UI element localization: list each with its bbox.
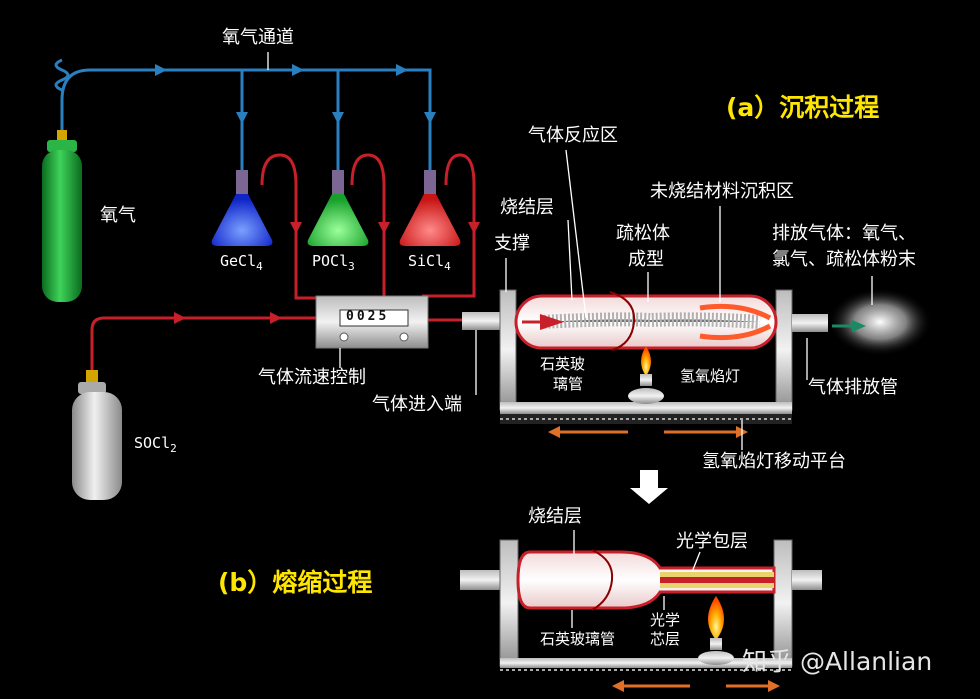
oxygen-tank [42, 130, 82, 302]
label-exhaust-1: 排放气体：氧气、 [772, 223, 916, 244]
watermark: 知乎 @Allanlian [742, 647, 933, 676]
label-unsintered-zone: 未烧结材料沉积区 [650, 181, 794, 202]
exhaust-cloud [828, 288, 932, 356]
flow-display: 0025 [346, 309, 390, 324]
flask-pocl3 [307, 170, 369, 246]
label-oxygen: 氧气 [100, 205, 136, 226]
label-porous-forming-1: 疏松体 [616, 223, 670, 244]
label-socl2: SOCl2 [134, 434, 177, 455]
label-gas-inlet: 气体进入端 [372, 394, 462, 415]
oxygen-arrows [155, 64, 436, 124]
label-exhaust-2: 氯气、疏松体粉末 [772, 249, 916, 270]
torch-a [628, 346, 664, 404]
process-arrow [630, 470, 668, 504]
flask-gecl4 [211, 170, 273, 246]
label-cladding: 光学包层 [676, 531, 748, 552]
flow-controller [315, 295, 429, 349]
label-sicl4: SiCl4 [408, 252, 451, 273]
lathe-frame-a [499, 289, 793, 424]
pointer-lines-b [571, 530, 701, 628]
title-deposition: (a）沉积过程 [726, 93, 880, 122]
label-oxygen-channel: 氧气通道 [222, 27, 294, 48]
flask-sicl4 [399, 170, 461, 246]
socl2-tank [72, 370, 122, 500]
label-quartz-tube-1: 石英玻 [540, 355, 586, 373]
label-reaction-zone: 气体反应区 [528, 125, 618, 146]
label-sintered-layer-b: 烧结层 [528, 506, 582, 527]
flow-arrow-a [540, 314, 564, 330]
label-flow-controller: 气体流速控制 [258, 367, 366, 388]
collapsed-tube-b [516, 550, 776, 610]
label-support: 支撑 [494, 233, 530, 254]
label-pocl3: POCl3 [312, 252, 355, 273]
label-quartz-tube-b: 石英玻璃管 [540, 630, 616, 648]
inlet-pipe [462, 312, 502, 330]
label-quartz-tube-2: 璃管 [553, 375, 584, 393]
torch-b [698, 596, 734, 665]
label-porous-forming-2: 成型 [628, 249, 664, 270]
label-platform: 氢氧焰灯移动平台 [702, 451, 846, 472]
pointer-lines [267, 52, 873, 450]
lathe-frame-b [460, 539, 822, 671]
label-exhaust-pipe: 气体排放管 [808, 377, 898, 398]
feed-piping [90, 153, 498, 375]
label-gecl4: GeCl4 [220, 252, 263, 273]
label-core-2: 芯层 [650, 630, 681, 648]
title-collapse: (b）熔缩过程 [218, 568, 373, 597]
label-core-1: 光学 [650, 611, 681, 629]
label-torch: 氢氧焰灯 [680, 367, 741, 385]
rotation-arrow-a [609, 291, 636, 351]
label-sintered-layer: 烧结层 [500, 197, 554, 218]
exhaust-pipe [792, 314, 828, 332]
rotation-arrow-b [591, 549, 614, 611]
